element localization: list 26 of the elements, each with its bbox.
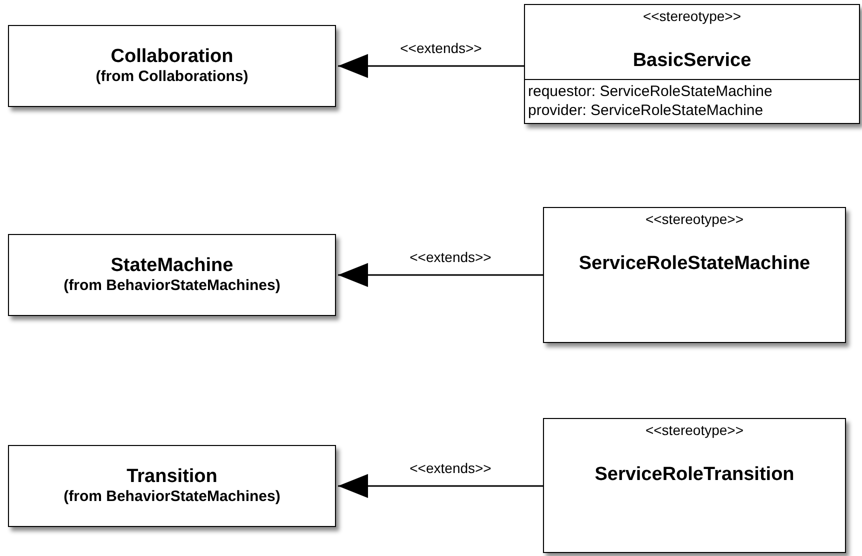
generalization-arrow xyxy=(338,263,543,287)
class-name: BasicService xyxy=(632,50,752,72)
attribute-text: provider: ServiceRoleStateMachine xyxy=(528,101,764,120)
stereotype-label: <<stereotype>> xyxy=(642,8,742,24)
class-name: Collaboration xyxy=(110,46,234,68)
package-note: (from BehaviorStateMachines) xyxy=(64,488,280,506)
edge-label: <<extends>> xyxy=(398,40,484,56)
stereotype-class-box xyxy=(543,207,846,343)
stereotype-label: <<stereotype>> xyxy=(645,422,744,438)
generalization-arrow xyxy=(338,54,524,78)
class-name: ServiceRoleTransition xyxy=(594,464,794,486)
class-box xyxy=(8,25,336,107)
package-note: (from BehaviorStateMachines) xyxy=(64,277,280,295)
class-name: ServiceRoleStateMachine xyxy=(578,253,810,275)
class-name: StateMachine xyxy=(110,255,234,277)
attribute-text: requestor: ServiceRoleStateMachine xyxy=(528,82,772,101)
class-name: Transition xyxy=(126,466,218,488)
stereotype-class-box xyxy=(524,4,860,124)
class-box xyxy=(8,445,336,527)
edge-label: <<extends>> xyxy=(408,249,494,265)
stereotype-class-box xyxy=(543,418,846,553)
edge-label: <<extends>> xyxy=(408,460,494,476)
class-box xyxy=(8,234,336,316)
generalization-arrow xyxy=(338,474,543,498)
stereotype-label: <<stereotype>> xyxy=(645,211,744,227)
package-note: (from Collaborations) xyxy=(96,68,248,86)
